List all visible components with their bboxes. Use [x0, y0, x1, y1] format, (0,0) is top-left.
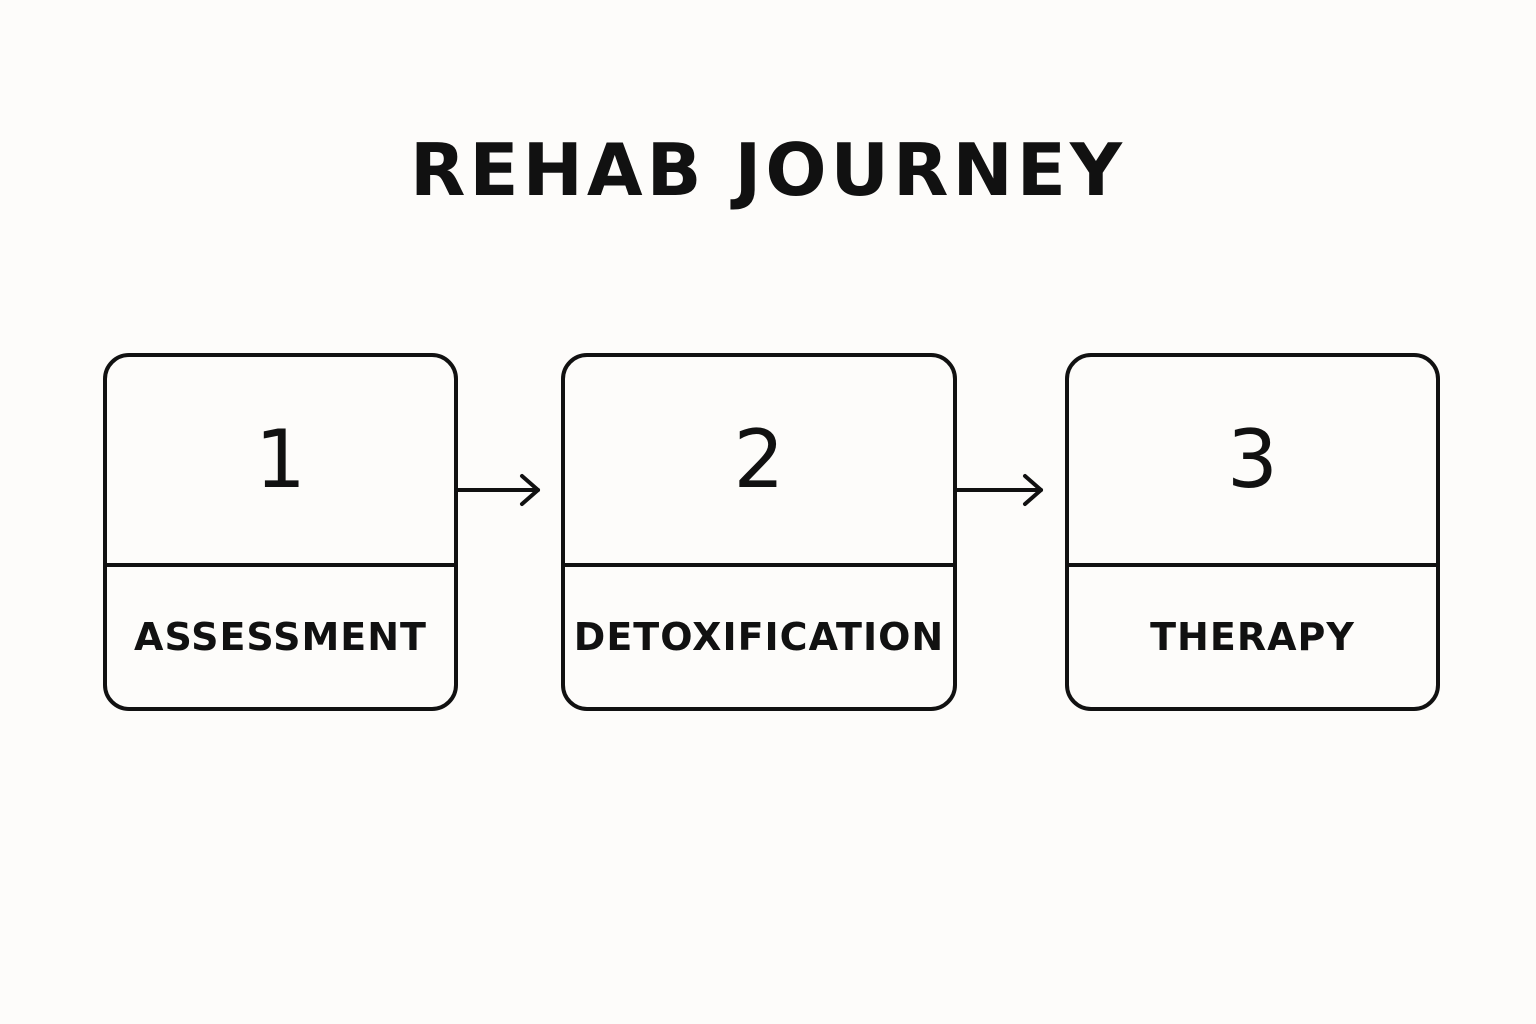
step-divider: [107, 563, 454, 567]
step-number-area: 2: [565, 357, 953, 563]
arrow-right-icon: [955, 474, 1043, 506]
step-box-assessment: 1 ASSESSMENT: [103, 353, 458, 711]
step-label: THERAPY: [1150, 615, 1355, 659]
step-divider: [1069, 563, 1436, 567]
step-number: 1: [255, 413, 306, 506]
step-label-area: ASSESSMENT: [107, 567, 454, 707]
step-box-therapy: 3 THERAPY: [1065, 353, 1440, 711]
step-number: 2: [733, 413, 785, 506]
arrow-right-icon: [456, 474, 540, 506]
step-number-area: 1: [107, 357, 454, 563]
step-label: DETOXIFICATION: [573, 615, 945, 659]
diagram-title: REHAB JOURNEY: [409, 128, 1127, 212]
step-label: ASSESSMENT: [134, 615, 427, 659]
step-divider: [565, 563, 953, 567]
step-number-area: 3: [1069, 357, 1436, 563]
step-label-area: THERAPY: [1069, 567, 1436, 707]
step-label-area: DETOXIFICATION: [565, 567, 953, 707]
step-number: 3: [1227, 413, 1278, 506]
step-box-detoxification: 2 DETOXIFICATION: [561, 353, 957, 711]
